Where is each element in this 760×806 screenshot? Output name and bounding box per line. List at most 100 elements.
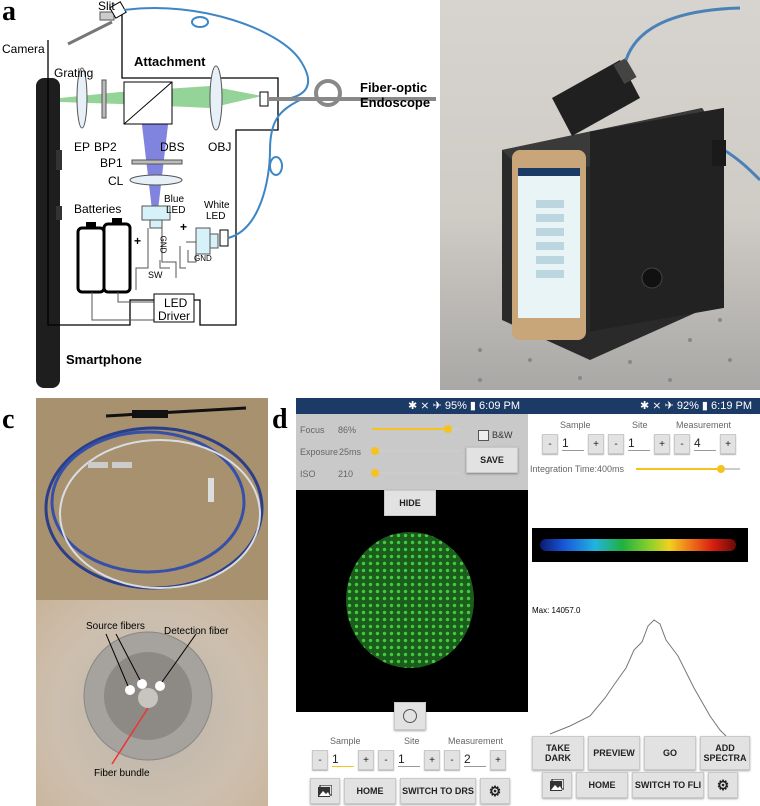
- right-site-label: Site: [632, 420, 648, 430]
- switch-to-drs-button[interactable]: SWITCH TO DRS: [400, 778, 476, 804]
- right-home-button[interactable]: HOME: [576, 772, 628, 798]
- focus-value: 86%: [338, 425, 357, 435]
- smartphone-label: Smartphone: [66, 352, 142, 367]
- right-measurement-value[interactable]: 4: [694, 436, 716, 451]
- led-driver-label-2: Driver: [158, 309, 190, 323]
- panel-label-d: d: [272, 404, 288, 435]
- spectrum-curve: [549, 619, 727, 737]
- grating-label: Grating: [54, 66, 94, 80]
- sw-label: SW: [148, 270, 163, 280]
- switch-to-fli-button[interactable]: SWITCH TO FLI: [632, 772, 704, 798]
- right-measurement-plus[interactable]: +: [720, 434, 736, 454]
- right-site-plus[interactable]: +: [654, 434, 670, 454]
- detection-fiber-label: Detection fiber: [164, 626, 229, 637]
- plus-label-2: +: [180, 220, 188, 234]
- left-measurement-plus[interactable]: +: [490, 750, 506, 770]
- slider-knob[interactable]: [717, 465, 726, 473]
- right-measurement-minus[interactable]: -: [674, 434, 690, 454]
- slider-fill: [636, 468, 722, 470]
- left-sample-label: Sample: [330, 736, 361, 746]
- left-sample-plus[interactable]: +: [358, 750, 374, 770]
- gear-icon: ⚙: [716, 777, 730, 793]
- integration-slider[interactable]: [636, 464, 740, 474]
- spectrum-image: [532, 528, 748, 562]
- left-gallery-button[interactable]: [310, 778, 340, 804]
- left-settings-button[interactable]: ⚙: [480, 778, 510, 804]
- left-measurement-minus[interactable]: -: [444, 750, 460, 770]
- save-button[interactable]: SAVE: [466, 447, 518, 473]
- right-gallery-button[interactable]: [542, 772, 572, 798]
- right-sample-minus[interactable]: -: [542, 434, 558, 454]
- attachment-label: Attachment: [134, 54, 206, 69]
- slider-track: [372, 472, 460, 474]
- panel-label-a: a: [2, 0, 16, 27]
- fiber-optic-label: Fiber-optic: [360, 80, 428, 95]
- left-site-minus[interactable]: -: [378, 750, 394, 770]
- fiber-bundle-label: Fiber bundle: [94, 768, 150, 779]
- left-site-plus[interactable]: +: [424, 750, 440, 770]
- left-sample-minus[interactable]: -: [312, 750, 328, 770]
- go-button[interactable]: GO: [644, 736, 696, 770]
- hide-button[interactable]: HIDE: [384, 490, 436, 516]
- blue-led-label-1: Blue: [164, 194, 185, 205]
- gnd-label-2: GND: [194, 254, 212, 263]
- right-measurement-label: Measurement: [676, 420, 732, 430]
- right-site-value[interactable]: 1: [628, 436, 650, 451]
- left-sample-value[interactable]: 1: [332, 752, 354, 767]
- bw-label: B&W: [492, 430, 513, 440]
- ep-label: EP: [74, 140, 91, 154]
- bw-checkbox[interactable]: [478, 430, 489, 441]
- left-measurement-label: Measurement: [448, 736, 504, 746]
- left-measurement-value[interactable]: 2: [464, 752, 486, 767]
- iso-label: ISO: [300, 469, 316, 479]
- dbs-label: DBS: [160, 140, 185, 154]
- left-site-value[interactable]: 1: [398, 752, 420, 767]
- fiber-bundle-image: [346, 532, 474, 668]
- right-settings-button[interactable]: ⚙: [708, 772, 738, 798]
- panel-label-c: c: [2, 404, 15, 435]
- right-sample-plus[interactable]: +: [588, 434, 604, 454]
- right-sample-label: Sample: [560, 420, 591, 430]
- exposure-value: 25ms: [339, 447, 362, 457]
- exposure-slider[interactable]: [370, 446, 460, 456]
- cl-label: CL: [108, 174, 124, 188]
- exposure-label: Exposure: [300, 447, 339, 457]
- plus-label-1: +: [134, 234, 142, 248]
- max-value-label: Max: 14057.0: [532, 606, 581, 615]
- device-photo-graphic: [478, 6, 760, 382]
- gallery-icon: [318, 785, 332, 797]
- gallery-icon: [550, 779, 564, 791]
- preview-button[interactable]: PREVIEW: [588, 736, 640, 770]
- fiber-tip-graphic: [83, 631, 213, 765]
- add-spectra-button[interactable]: ADD SPECTRA: [700, 736, 750, 770]
- source-fibers-label: Source fibers: [86, 621, 145, 632]
- iso-value: 210: [338, 469, 354, 479]
- led-driver-label-1: LED: [164, 296, 188, 310]
- left-site-label: Site: [404, 736, 420, 746]
- capture-button[interactable]: [394, 702, 426, 730]
- gnd-label-1: GND: [158, 235, 168, 254]
- take-dark-button[interactable]: TAKE DARK: [532, 736, 584, 770]
- right-site-minus[interactable]: -: [608, 434, 624, 454]
- slider-knob[interactable]: [370, 447, 379, 455]
- slit-label: Slit: [98, 0, 115, 13]
- left-status-bar: ✱ ⨯ ✈ 95% ▮ 6:09 PM: [296, 398, 528, 414]
- right-sample-value[interactable]: 1: [562, 436, 584, 451]
- white-led-label-1: White: [204, 200, 230, 211]
- slider-knob[interactable]: [443, 425, 452, 433]
- fiber-photo-graphic: [44, 406, 264, 590]
- slider-knob[interactable]: [370, 469, 379, 477]
- spectrum-plot: [549, 619, 727, 737]
- focus-label: Focus: [300, 425, 325, 435]
- integration-time-label: Integration Time:400ms: [530, 464, 625, 474]
- focus-slider[interactable]: [372, 424, 460, 434]
- fiber-photo: [36, 398, 268, 600]
- blue-led-label-2: LED: [166, 205, 186, 216]
- left-home-button[interactable]: HOME: [344, 778, 396, 804]
- device-photo: [440, 0, 760, 390]
- obj-label: OBJ: [208, 140, 232, 154]
- slider-fill: [372, 428, 448, 430]
- gear-icon: ⚙: [488, 783, 502, 799]
- spectrum-band: [540, 539, 736, 551]
- iso-slider[interactable]: [370, 468, 460, 478]
